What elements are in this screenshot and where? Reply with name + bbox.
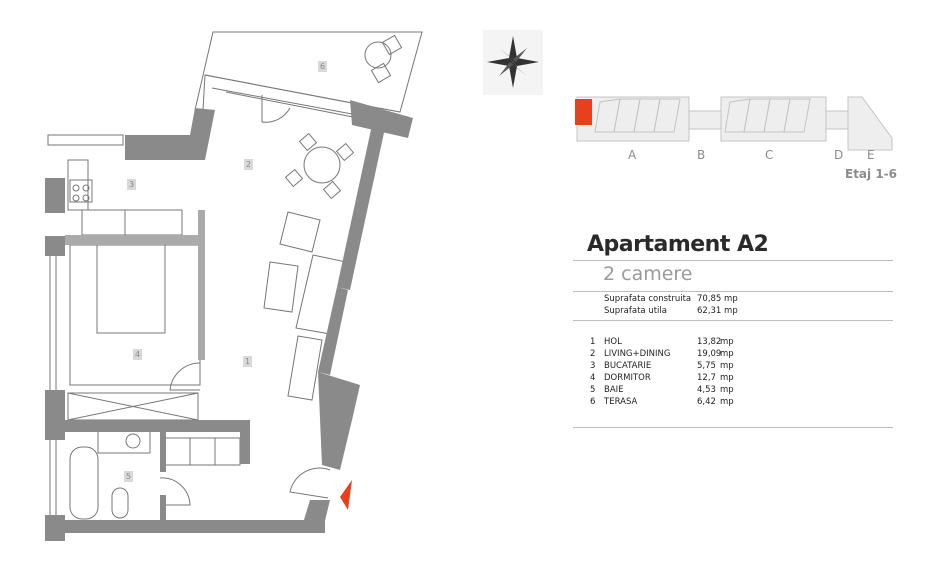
room-area: 12,7 [697,373,716,383]
section-b: B [697,148,706,162]
floors-label: Etaj 1-6 [845,167,898,181]
area-value: 70,85 mp [697,294,738,304]
room-label-6: 6 [318,61,327,72]
room-label-2: 2 [244,159,253,170]
room-number: 1 [590,337,596,347]
room-number: 6 [590,397,596,407]
entrance-marker [340,480,352,510]
room-area: 4,53 [697,385,716,395]
room-number: 3 [590,361,596,371]
divider [573,260,893,261]
room-label-5: 5 [124,471,133,482]
section-d: D [834,148,844,162]
room-name: LIVING+DINING [604,349,671,359]
room-label-1: 1 [243,356,252,367]
room-number: 4 [590,373,596,383]
room-area: 13,82 [697,337,722,347]
section-a: A [628,148,637,162]
room-label-4: 4 [133,349,142,360]
room-unit: mp [720,397,734,407]
apartment-title: Apartament A2 [587,232,769,257]
section-c: C [765,148,774,162]
area-label: Suprafata utila [604,306,667,316]
area-label: Suprafata construita [604,294,692,304]
room-name: DORMITOR [604,373,651,383]
room-unit: mp [720,361,734,371]
rooms-count: 2 camere [603,263,693,285]
room-unit: mp [720,385,734,395]
room-area: 6,42 [697,397,716,407]
room-area: 19,09 [697,349,722,359]
divider [573,291,893,292]
room-unit: mp [720,373,734,383]
area-value: 62,31 mp [697,306,738,316]
room-area: 5,75 [697,361,716,371]
walls [45,100,413,541]
divider [573,320,893,321]
room-number: 2 [590,349,596,359]
room-name: TERASA [604,397,638,407]
room-unit: mp [720,349,734,359]
room-name: BAIE [604,385,624,395]
room-label-3: 3 [127,179,136,190]
room-number: 5 [590,385,596,395]
room-name: HOL [604,337,622,347]
section-e: E [867,148,875,162]
room-name: BUCATARIE [604,361,652,371]
divider [573,427,893,428]
room-unit: mp [720,337,734,347]
